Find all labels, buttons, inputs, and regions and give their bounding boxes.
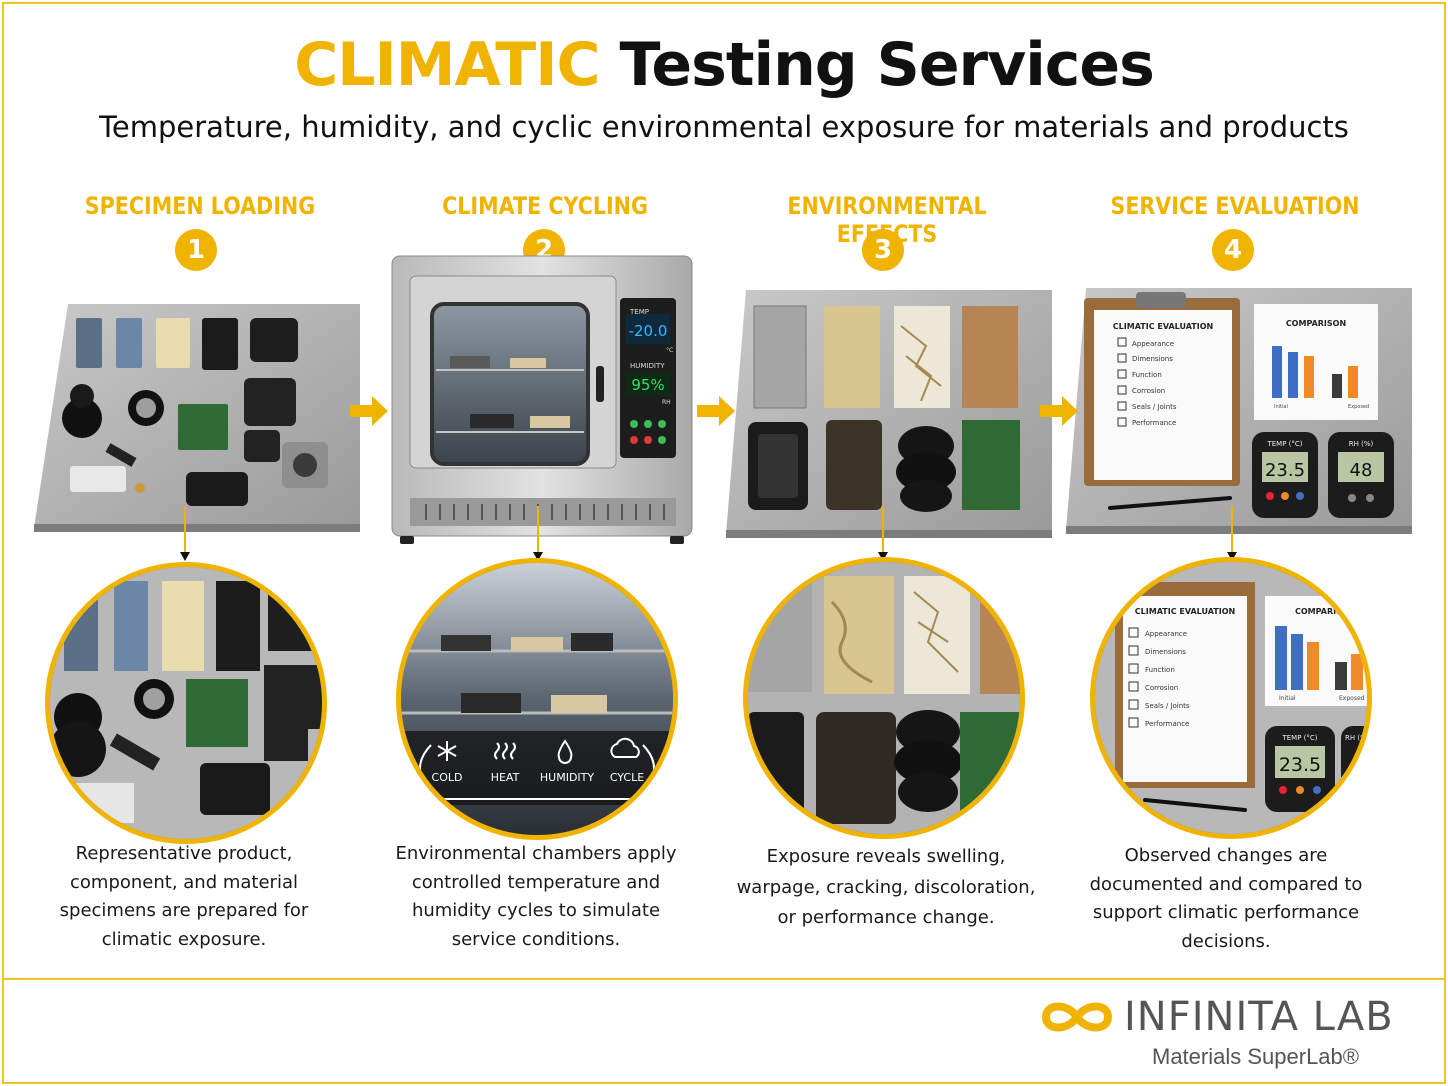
evaluation-zoom-circle: CLIMATIC EVALUATION Appearance Dimension… — [1090, 557, 1372, 839]
connector-arrow-down-icon — [180, 506, 190, 561]
infinity-logo-icon — [1041, 1002, 1113, 1032]
specimen-tray-illustration — [34, 304, 360, 532]
comparison-title: COMPARISON — [1286, 319, 1346, 328]
effects-zoom-circle — [743, 557, 1025, 839]
step-1-title: SPECIMEN LOADING — [84, 192, 316, 220]
checklist-item: Performance — [1132, 419, 1176, 427]
title-rest: Testing Services — [619, 30, 1154, 100]
connector-arrow-down-icon — [878, 506, 888, 561]
connector-arrow-down-icon — [533, 506, 543, 561]
specimen-zoom-circle — [45, 562, 327, 844]
footer-divider — [4, 978, 1444, 980]
checklist-item: Corrosion — [1132, 387, 1165, 395]
eval-sheet-title: CLIMATIC EVALUATION — [1113, 322, 1213, 331]
eval-zoom-sheet-title: CLIMATIC EVALUATION — [1135, 607, 1235, 616]
comparison-zoom-title: COMPARISO — [1295, 607, 1349, 616]
cycle-label-heat: HEAT — [491, 771, 520, 784]
cycle-cloud-icon — [610, 737, 640, 758]
cycle-label-cycle: CYCLE — [610, 771, 644, 784]
chamber-zoom-circle: COLD HEAT HUMIDITY CYCLE — [396, 558, 678, 840]
comparison-axis-label: Exposed — [1348, 404, 1369, 410]
chamber-humidity-label: HUMIDITY — [630, 362, 665, 370]
checklist-item: Dimensions — [1132, 355, 1173, 363]
arrow-right-icon — [350, 396, 388, 426]
title-accent: CLIMATIC — [294, 30, 600, 100]
checklist-item: Function — [1132, 371, 1162, 379]
step-1-description: Representative product, component, and m… — [59, 843, 309, 950]
step-1-number: 1 — [175, 229, 217, 271]
temp-meter-label: TEMP (°C) — [1266, 440, 1302, 448]
comparison-axis-label: Initial — [1279, 695, 1296, 702]
temp-meter-zoom-value: 23.5 — [1279, 754, 1321, 776]
page-subtitle: Temperature, humidity, and cyclic enviro… — [99, 110, 1349, 144]
checklist-item: Appearance — [1132, 340, 1174, 348]
checklist-item: Performance — [1145, 720, 1189, 728]
step-2-title: CLIMATE CYCLING — [442, 192, 648, 220]
rh-meter-label: RH (%) — [1349, 440, 1374, 448]
page-title: CLIMATIC Testing Services — [0, 30, 1448, 100]
cycle-label-cold: COLD — [432, 771, 463, 784]
heat-waves-icon — [494, 742, 516, 760]
evaluation-zoom-illustration: CLIMATIC EVALUATION Appearance Dimension… — [1095, 562, 1367, 834]
arrow-right-icon — [1040, 396, 1078, 426]
rh-meter-value: 48 — [1350, 460, 1373, 481]
chamber-zoom-illustration: COLD HEAT HUMIDITY CYCLE — [401, 563, 673, 835]
chamber-temp-unit: °C — [666, 347, 673, 354]
comparison-axis-label: Initial — [1274, 404, 1288, 410]
service-evaluation-illustration: CLIMATIC EVALUATION Appearance Dimension… — [1066, 288, 1412, 534]
chamber-temp-value: -20.0 — [629, 322, 668, 340]
step-3-description: Exposure reveals swelling, warpage, crac… — [736, 846, 1036, 928]
temp-meter-zoom-label: TEMP (°C) — [1281, 734, 1317, 742]
brand-name: INFINITA LAB — [1124, 994, 1394, 1040]
step-4-number: 4 — [1212, 229, 1254, 271]
chamber-temp-label: TEMP — [629, 308, 649, 316]
chamber-humidity-value: 95% — [631, 376, 664, 394]
step-3-number: 3 — [862, 229, 904, 271]
comparison-axis-label: Exposed — [1339, 695, 1365, 702]
brand-tagline: Materials SuperLab® — [1152, 1044, 1359, 1069]
chamber-humidity-unit: RH — [662, 399, 671, 406]
arrow-right-icon — [697, 396, 735, 426]
checklist-item: Dimensions — [1145, 648, 1186, 656]
temp-meter-value: 23.5 — [1265, 460, 1305, 481]
checklist-item: Seals / Joints — [1145, 702, 1190, 710]
checklist-item: Function — [1145, 666, 1175, 674]
rh-meter-zoom-label: RH (% — [1345, 734, 1367, 742]
cycle-label-humidity: HUMIDITY — [540, 771, 594, 784]
step-4-title: SERVICE EVALUATION — [1110, 192, 1360, 220]
connector-arrow-down-icon — [1227, 506, 1237, 561]
checklist-item: Appearance — [1145, 630, 1187, 638]
step-2-description: Environmental chambers apply controlled … — [395, 843, 677, 950]
step-4-description: Observed changes are documented and comp… — [1089, 845, 1363, 952]
effects-zoom-illustration — [748, 562, 1020, 834]
snowflake-icon — [437, 741, 457, 761]
droplet-icon — [557, 739, 573, 764]
specimen-zoom-illustration — [50, 567, 322, 839]
climate-chamber-illustration: TEMP -20.0 °C HUMIDITY 95% RH — [391, 255, 693, 544]
environmental-effects-illustration — [726, 290, 1052, 538]
step-3-title: ENVIRONMENTAL EFFECTS — [787, 192, 987, 248]
checklist-item: Corrosion — [1145, 684, 1178, 692]
checklist-item: Seals / Joints — [1132, 403, 1177, 411]
